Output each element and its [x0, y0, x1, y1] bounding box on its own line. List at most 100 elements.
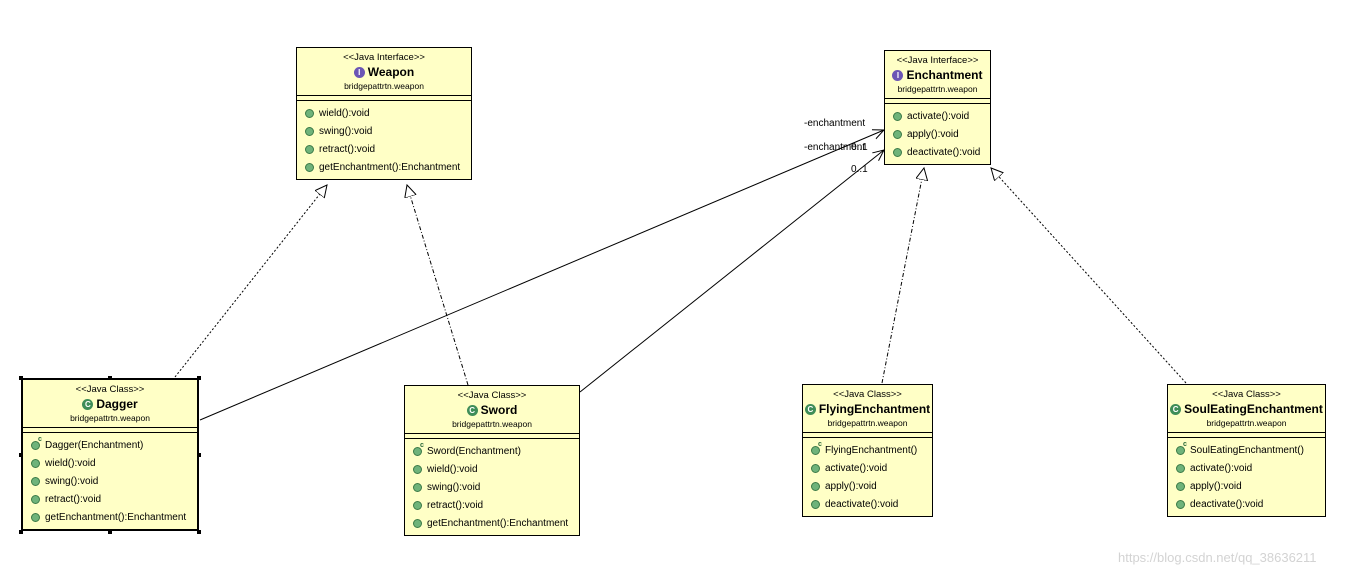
constructor-icon — [1176, 441, 1187, 455]
resize-handle-n[interactable] — [108, 376, 112, 380]
watermark-text: https://blog.csdn.net/qq_38636211 — [1118, 550, 1317, 565]
realization-dagger-weapon — [174, 185, 327, 378]
flying-enchantment-stereotype: <<Java Class>> — [833, 389, 902, 400]
constructor-icon — [811, 441, 822, 455]
dagger-package: bridgepattrtn.weapon — [70, 413, 150, 423]
dagger-header: <<Java Class>> C Dagger bridgepattrtn.we… — [23, 380, 197, 427]
souleating-enchantment-operations: SoulEatingEnchantment() activate():void … — [1168, 438, 1325, 516]
operation-row[interactable]: deactivate():void — [1168, 495, 1325, 513]
operation-row[interactable]: apply():void — [803, 477, 932, 495]
flying-enchantment-class-box[interactable]: <<Java Class>> C FlyingEnchantment bridg… — [802, 384, 933, 517]
enchantment-attr-compartment — [885, 98, 990, 103]
souleating-enchantment-name: SoulEatingEnchantment — [1184, 402, 1323, 416]
flying-enchantment-name: FlyingEnchantment — [818, 402, 931, 416]
resize-handle-e[interactable] — [197, 453, 201, 457]
operation-row[interactable]: activate():void — [803, 459, 932, 477]
operation-row[interactable]: swing():void — [405, 478, 579, 496]
public-method-icon — [305, 144, 314, 154]
realization-flying-enchantment — [881, 168, 924, 384]
flying-enchantment-header: <<Java Class>> C FlyingEnchantment bridg… — [803, 385, 932, 432]
operation-row[interactable]: deactivate():void — [885, 143, 990, 161]
flying-enchantment-package: bridgepattrtn.weapon — [827, 418, 908, 428]
sword-name: Sword — [480, 403, 518, 417]
resize-handle-s[interactable] — [108, 530, 112, 534]
operation-row[interactable]: deactivate():void — [803, 495, 932, 513]
class-icon: C — [1170, 403, 1182, 415]
operation-row[interactable]: apply():void — [1168, 477, 1325, 495]
operation-row[interactable]: retract():void — [405, 496, 579, 514]
sword-role-label: -enchantment — [804, 142, 866, 153]
sword-stereotype: <<Java Class>> — [457, 390, 527, 401]
public-method-icon — [413, 500, 422, 510]
operation-row[interactable]: activate():void — [1168, 459, 1325, 477]
weapon-operations: wield():void swing():void retract():void… — [297, 101, 471, 179]
resize-handle-nw[interactable] — [19, 376, 23, 380]
constructor-row[interactable]: Sword(Enchantment) — [405, 442, 579, 460]
public-method-icon — [305, 108, 314, 118]
souleating-enchantment-attr-compartment — [1168, 432, 1325, 437]
operation-row[interactable]: retract():void — [297, 140, 471, 158]
flying-enchantment-operations: FlyingEnchantment() activate():void appl… — [803, 438, 932, 516]
constructor-row[interactable]: Dagger(Enchantment) — [23, 436, 197, 454]
public-method-icon — [811, 481, 820, 491]
operation-row[interactable]: getEnchantment():Enchantment — [297, 158, 471, 176]
public-method-icon — [1176, 463, 1185, 473]
enchantment-package: bridgepattrtn.weapon — [897, 84, 978, 94]
weapon-package: bridgepattrtn.weapon — [344, 81, 424, 91]
public-method-icon — [1176, 481, 1185, 491]
public-method-icon — [893, 111, 902, 121]
public-method-icon — [31, 494, 40, 504]
sword-class-box[interactable]: <<Java Class>> C Sword bridgepattrtn.wea… — [404, 385, 580, 536]
public-method-icon — [1176, 499, 1185, 509]
enchantment-interface-box[interactable]: <<Java Interface>> I Enchantment bridgep… — [884, 50, 991, 165]
constructor-icon — [413, 442, 424, 456]
public-method-icon — [413, 482, 422, 492]
weapon-attr-compartment — [297, 95, 471, 100]
operation-row[interactable]: getEnchantment():Enchantment — [405, 514, 579, 532]
public-method-icon — [305, 126, 314, 136]
operation-row[interactable]: getEnchantment():Enchantment — [23, 508, 197, 526]
souleating-enchantment-class-box[interactable]: <<Java Class>> C SoulEatingEnchantment b… — [1167, 384, 1326, 517]
sword-multiplicity-label: 0..1 — [851, 164, 868, 175]
weapon-name: Weapon — [367, 65, 415, 79]
operation-row[interactable]: activate():void — [885, 107, 990, 125]
operation-row[interactable]: retract():void — [23, 490, 197, 508]
dagger-name: Dagger — [96, 397, 138, 411]
sword-header: <<Java Class>> C Sword bridgepattrtn.wea… — [405, 386, 579, 433]
weapon-interface-box[interactable]: <<Java Interface>> I Weapon bridgepattrt… — [296, 47, 472, 180]
operation-row[interactable]: wield():void — [405, 460, 579, 478]
constructor-row[interactable]: FlyingEnchantment() — [803, 441, 932, 459]
souleating-enchantment-package: bridgepattrtn.weapon — [1206, 418, 1287, 428]
public-method-icon — [31, 512, 40, 522]
sword-attr-compartment — [405, 433, 579, 438]
public-method-icon — [413, 518, 422, 528]
resize-handle-sw[interactable] — [19, 530, 23, 534]
weapon-header: <<Java Interface>> I Weapon bridgepattrt… — [297, 48, 471, 95]
operation-row[interactable]: wield():void — [297, 104, 471, 122]
resize-handle-ne[interactable] — [197, 376, 201, 380]
operation-row[interactable]: apply():void — [885, 125, 990, 143]
realization-sword-weapon — [407, 185, 469, 386]
operation-row[interactable]: swing():void — [297, 122, 471, 140]
interface-icon: I — [353, 66, 365, 78]
class-icon: C — [82, 398, 94, 410]
souleating-enchantment-header: <<Java Class>> C SoulEatingEnchantment b… — [1168, 385, 1325, 432]
constructor-icon — [31, 436, 42, 450]
operation-row[interactable]: swing():void — [23, 472, 197, 490]
association-sword-enchantment — [579, 150, 884, 393]
public-method-icon — [893, 129, 902, 139]
constructor-row[interactable]: SoulEatingEnchantment() — [1168, 441, 1325, 459]
public-method-icon — [811, 463, 820, 473]
weapon-stereotype: <<Java Interface>> — [343, 52, 425, 63]
public-method-icon — [305, 162, 314, 172]
dagger-multiplicity-label: 0..1 — [851, 142, 868, 153]
resize-handle-se[interactable] — [197, 530, 201, 534]
operation-row[interactable]: wield():void — [23, 454, 197, 472]
realization-souleating-enchantment — [991, 168, 1187, 384]
dagger-class-box[interactable]: <<Java Class>> C Dagger bridgepattrtn.we… — [21, 378, 199, 531]
resize-handle-w[interactable] — [19, 453, 23, 457]
dagger-attr-compartment — [23, 427, 197, 432]
sword-operations: Sword(Enchantment) wield():void swing():… — [405, 439, 579, 535]
public-method-icon — [893, 147, 902, 157]
flying-enchantment-attr-compartment — [803, 432, 932, 437]
